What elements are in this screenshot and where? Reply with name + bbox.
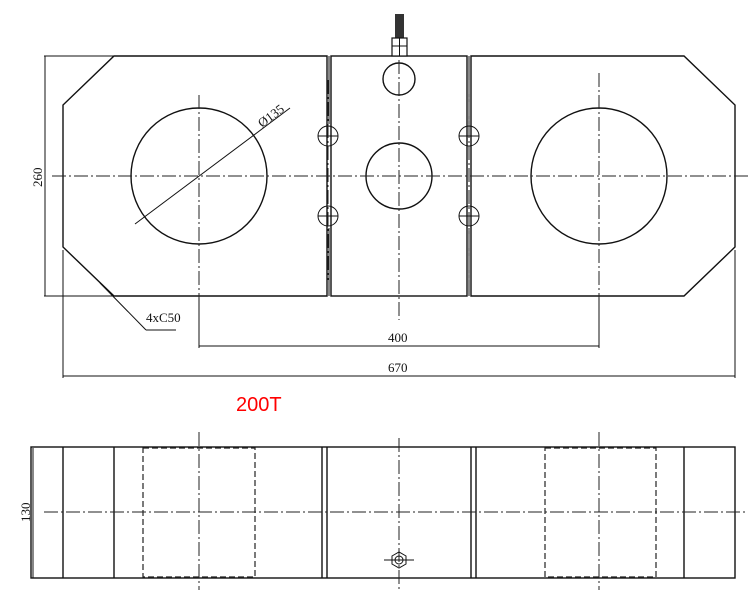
dim-thickness: 130 (18, 503, 33, 523)
right-plate (470, 55, 736, 297)
top-view: Ø135 260 4xC50 400 670 (30, 14, 748, 378)
cable-connector-icon (391, 14, 408, 57)
chamfer-note: 4xC50 (146, 310, 181, 325)
side-view: 130 (18, 432, 745, 590)
connector-nut-icon (384, 551, 414, 569)
dim-height: 260 (30, 168, 45, 188)
dim-hole-pitch: 400 (388, 330, 408, 345)
dim-overall-length: 670 (388, 360, 408, 375)
dim-hole-diameter: Ø135 (255, 101, 287, 130)
model-label: 200T (236, 394, 282, 416)
